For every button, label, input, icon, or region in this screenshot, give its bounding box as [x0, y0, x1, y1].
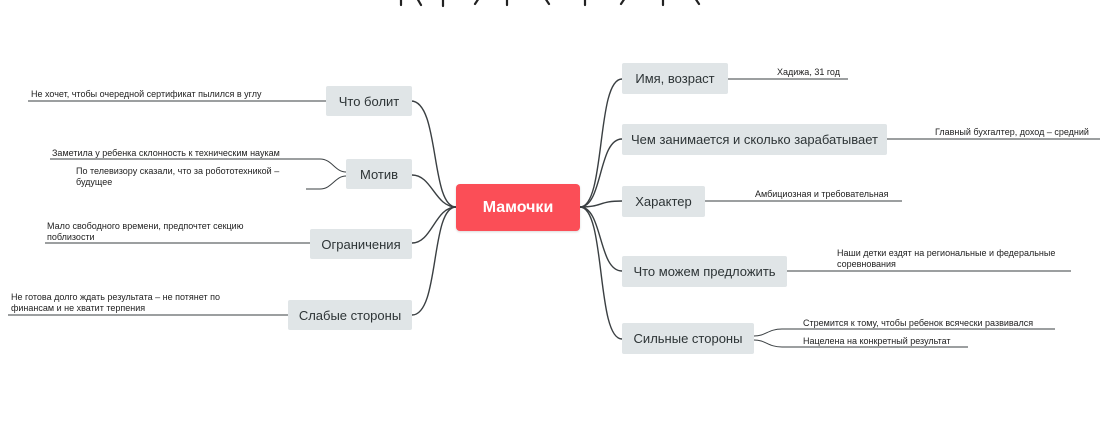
connector-pain [410, 100, 457, 208]
underline-motive-2 [306, 175, 347, 190]
connector-name [579, 78, 623, 208]
detail-strong-1[interactable]: Стремится к тому, чтобы ребенок всячески… [803, 318, 1034, 328]
node-motive[interactable]: Мотив [346, 159, 412, 189]
node-pain[interactable]: Что болит [326, 86, 412, 116]
connector-motive [411, 174, 457, 208]
detail-motive-2[interactable]: По телевизору сказали, что за робототехн… [76, 166, 280, 187]
connector-character [579, 200, 623, 208]
detail-offer[interactable]: Наши детки ездят на региональные и федер… [837, 248, 1056, 269]
node-name[interactable]: Имя, возраст [622, 63, 728, 94]
detail-name[interactable]: Хадижа, 31 год [777, 67, 840, 77]
cropped-heading-fragment [399, 0, 701, 8]
detail-character[interactable]: Амбициозная и требовательная [755, 189, 889, 199]
detail-limits[interactable]: Мало свободного времени, предпочтет секц… [47, 221, 244, 242]
underline-motive-1 [50, 158, 347, 173]
connector-strong [579, 206, 623, 340]
node-offer[interactable]: Что можем предложить [622, 256, 787, 287]
detail-motive-1[interactable]: Заметила у ребенка склонность к техничес… [52, 148, 280, 158]
detail-strong-2[interactable]: Нацелена на конкретный результат [803, 336, 951, 346]
node-weak[interactable]: Слабые стороны [288, 300, 412, 330]
connector-weak [411, 206, 457, 316]
root-node[interactable]: Мамочки [456, 184, 580, 231]
connector-offer [579, 206, 623, 272]
node-character[interactable]: Характер [622, 186, 705, 217]
underline-strong-2 [753, 339, 968, 348]
detail-weak[interactable]: Не готова долго ждать результата – не по… [11, 292, 220, 313]
detail-job[interactable]: Главный бухгалтер, доход – средний [935, 127, 1089, 137]
node-strong[interactable]: Сильные стороны [622, 323, 754, 354]
node-limits[interactable]: Ограничения [310, 229, 412, 259]
connector-job [579, 138, 623, 208]
underline-strong-1 [753, 328, 1055, 337]
detail-pain[interactable]: Не хочет, чтобы очередной сертификат пыл… [31, 89, 262, 99]
connector-limits [411, 206, 457, 244]
node-job[interactable]: Чем занимается и сколько зарабатывает [622, 124, 887, 155]
